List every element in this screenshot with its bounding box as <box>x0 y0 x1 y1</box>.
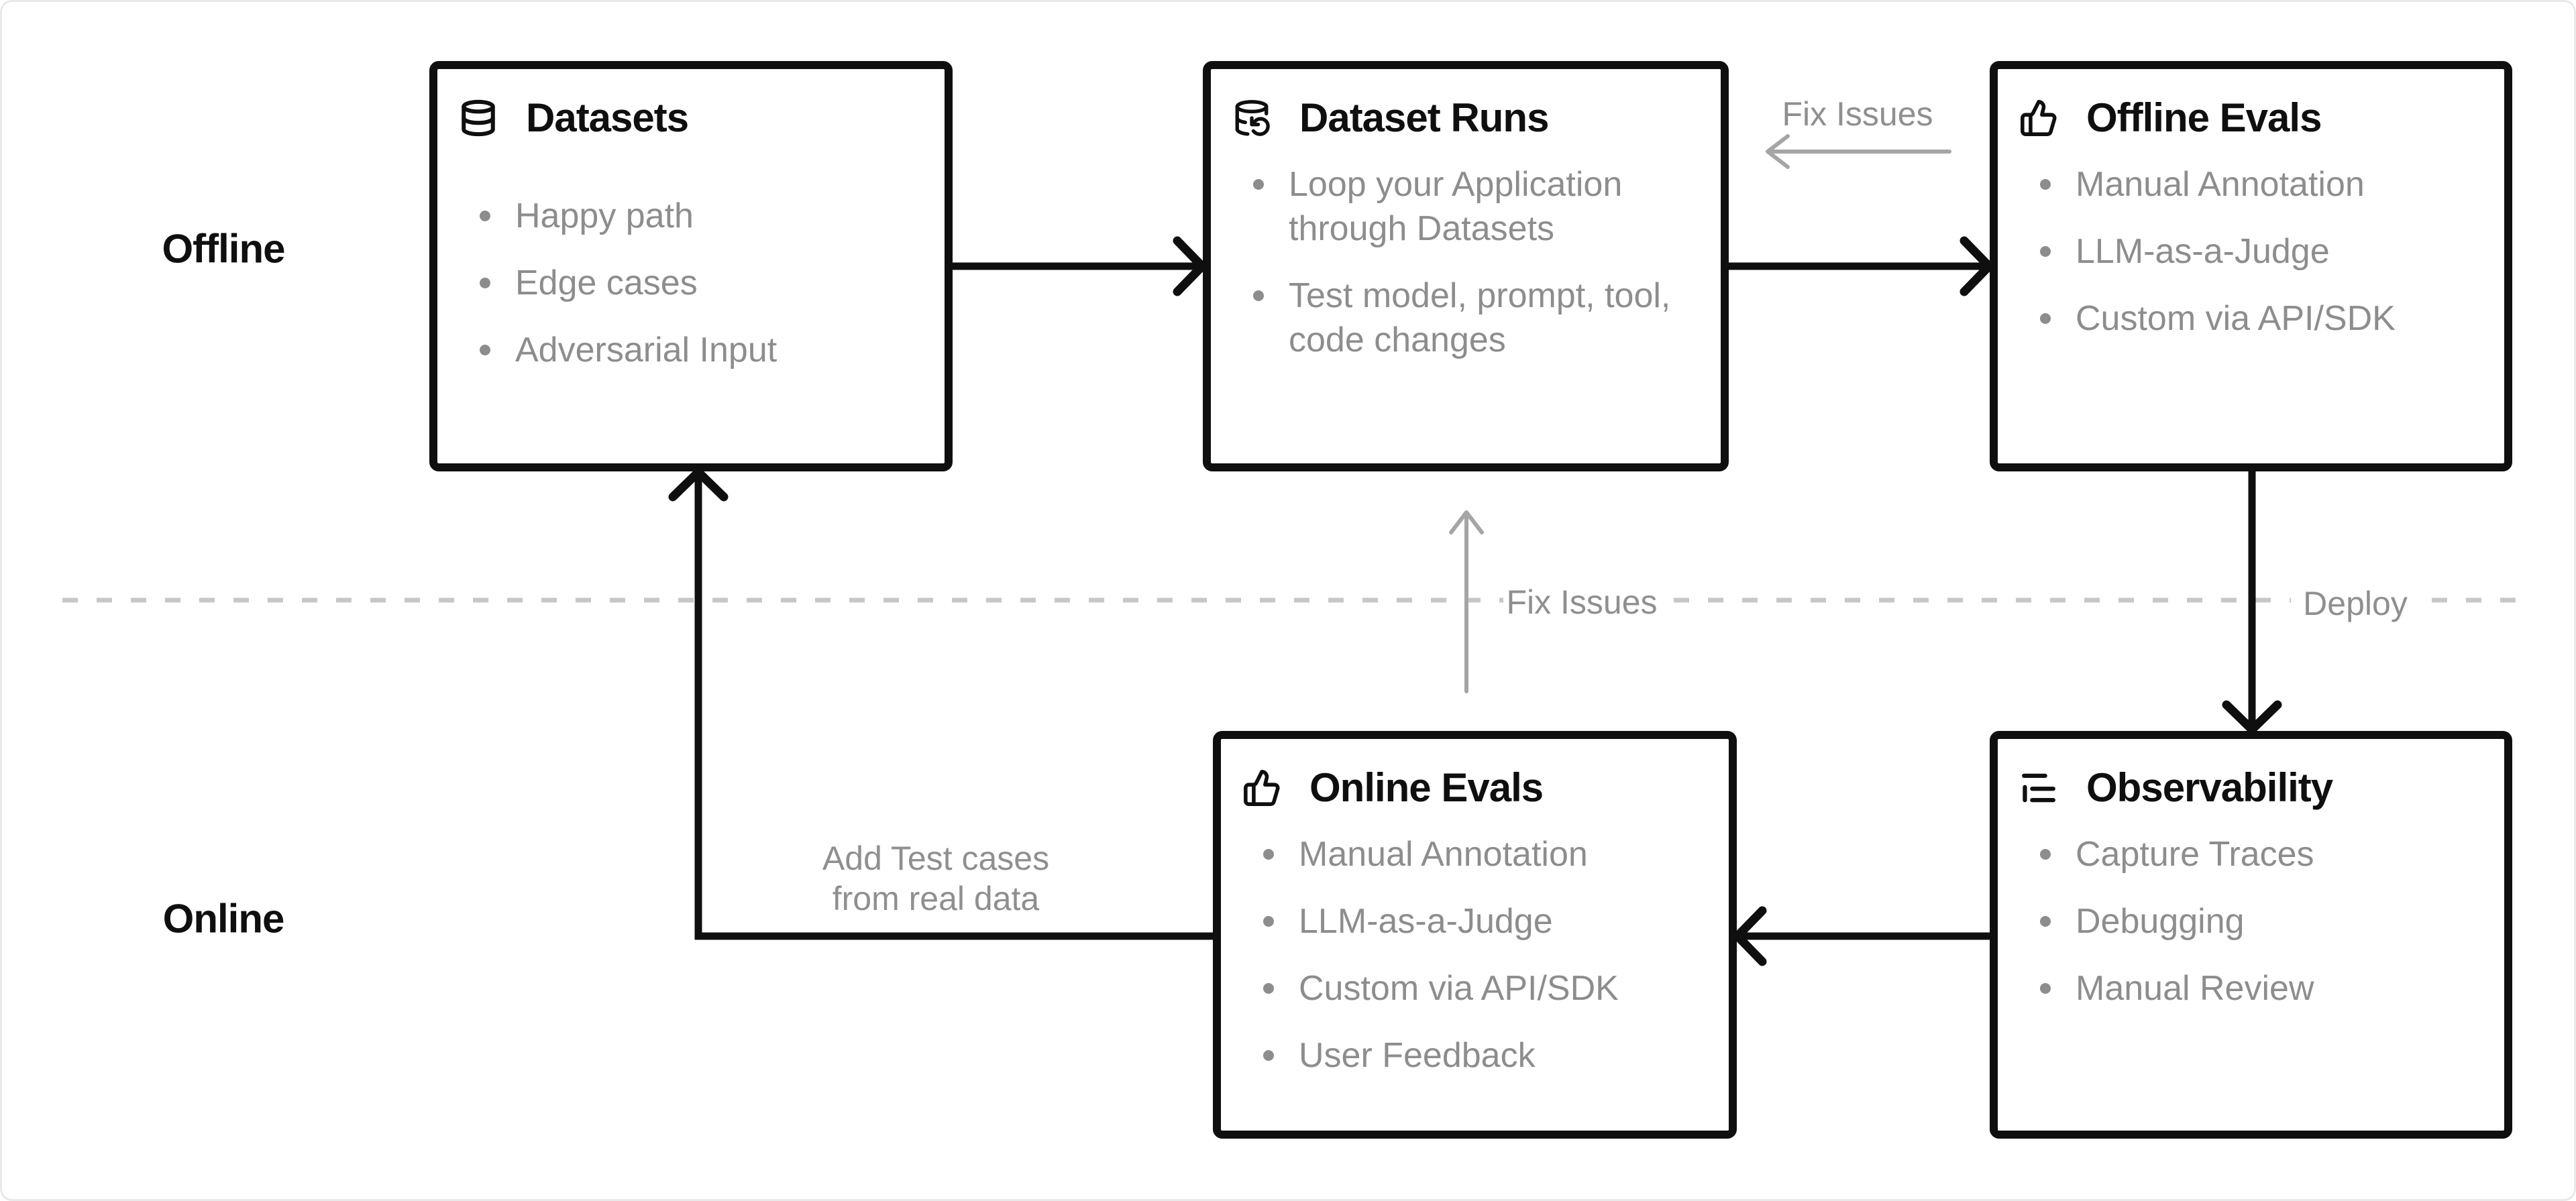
thumbs-up-icon <box>2021 100 2057 136</box>
box-online-evals-title-row: Online Evals <box>1242 767 1707 809</box>
database-icon <box>462 99 495 137</box>
box-title: Dataset Runs <box>1299 95 1549 140</box>
list-item: Happy path <box>459 194 923 238</box>
arrowhead-down-icon <box>2222 700 2282 734</box>
list-item: LLM-as-a-Judge <box>1242 899 1707 943</box>
box-dataset-runs-list: Loop your Application through Datasets T… <box>1232 162 1699 362</box>
list-item: Manual Review <box>2019 966 2483 1011</box>
arrowhead-left-icon <box>1766 134 1790 169</box>
box-datasets: Datasets Happy path Edge cases Adversari… <box>429 61 953 471</box>
list-item: Manual Annotation <box>2019 162 2483 207</box>
arrowhead-right-icon <box>1960 236 1994 296</box>
fix-issues-middle-label: Fix Issues <box>1506 583 1658 621</box>
box-title: Observability <box>2086 765 2333 810</box>
arrowhead-right-icon <box>1173 236 1207 296</box>
gray-feedback-arrows <box>1449 134 1951 693</box>
add-test-cases-line2: from real data <box>832 880 1040 917</box>
list-item: Test model, prompt, tool, code changes <box>1232 274 1699 362</box>
box-online-evals: Online Evals Manual Annotation LLM-as-a-… <box>1213 731 1737 1139</box>
arrowhead-up-icon <box>1449 510 1484 534</box>
list-item: Edge cases <box>459 261 923 305</box>
box-observability-list: Capture Traces Debugging Manual Review <box>2019 832 2483 1011</box>
box-offline-evals: Offline Evals Manual Annotation LLM-as-a… <box>1990 61 2512 471</box>
list-item: LLM-as-a-Judge <box>2019 229 2483 274</box>
lane-label-online: Online <box>162 896 285 941</box>
list-item: Loop your Application through Datasets <box>1232 162 1699 251</box>
list-item: User Feedback <box>1242 1033 1707 1078</box>
list-item: Manual Annotation <box>1242 832 1707 876</box>
trace-list-icon <box>2022 773 2055 803</box>
lane-label-offline: Offline <box>162 226 286 272</box>
list-item: Capture Traces <box>2019 832 2483 876</box>
deploy-label: Deploy <box>2303 585 2408 622</box>
box-datasets-title-row: Datasets <box>459 97 923 139</box>
box-title: Offline Evals <box>2086 95 2322 140</box>
box-title: Datasets <box>526 95 689 140</box>
box-offline-evals-title-row: Offline Evals <box>2019 97 2483 139</box>
box-observability-title-row: Observability <box>2019 767 2483 809</box>
arrowhead-up-icon <box>668 467 729 502</box>
thumbs-up-icon <box>1244 770 1280 806</box>
box-title: Online Evals <box>1309 765 1544 810</box>
database-rerun-icon <box>1235 100 1270 136</box>
box-offline-evals-list: Manual Annotation LLM-as-a-Judge Custom … <box>2019 162 2483 341</box>
list-item: Adversarial Input <box>459 328 923 372</box>
add-test-cases-label: Add Test cases from real data <box>822 838 1049 919</box>
list-item: Custom via API/SDK <box>1242 966 1707 1011</box>
list-item: Debugging <box>2019 899 2483 943</box>
arrowhead-left-icon <box>1733 906 1767 966</box>
add-test-cases-line1: Add Test cases <box>822 840 1050 877</box>
connector-online-evals-to-datasets <box>694 477 1213 940</box>
box-dataset-runs-title-row: Dataset Runs <box>1232 97 1699 139</box>
box-dataset-runs: Dataset Runs Loop your Application throu… <box>1203 61 1729 471</box>
box-online-evals-list: Manual Annotation LLM-as-a-Judge Custom … <box>1242 832 1707 1078</box>
fix-issues-top-label: Fix Issues <box>1782 95 1933 133</box>
black-connectors <box>668 236 2282 966</box>
box-datasets-list: Happy path Edge cases Adversarial Input <box>459 194 923 372</box>
box-observability: Observability Capture Traces Debugging M… <box>1990 731 2512 1139</box>
list-item: Custom via API/SDK <box>2019 296 2483 341</box>
